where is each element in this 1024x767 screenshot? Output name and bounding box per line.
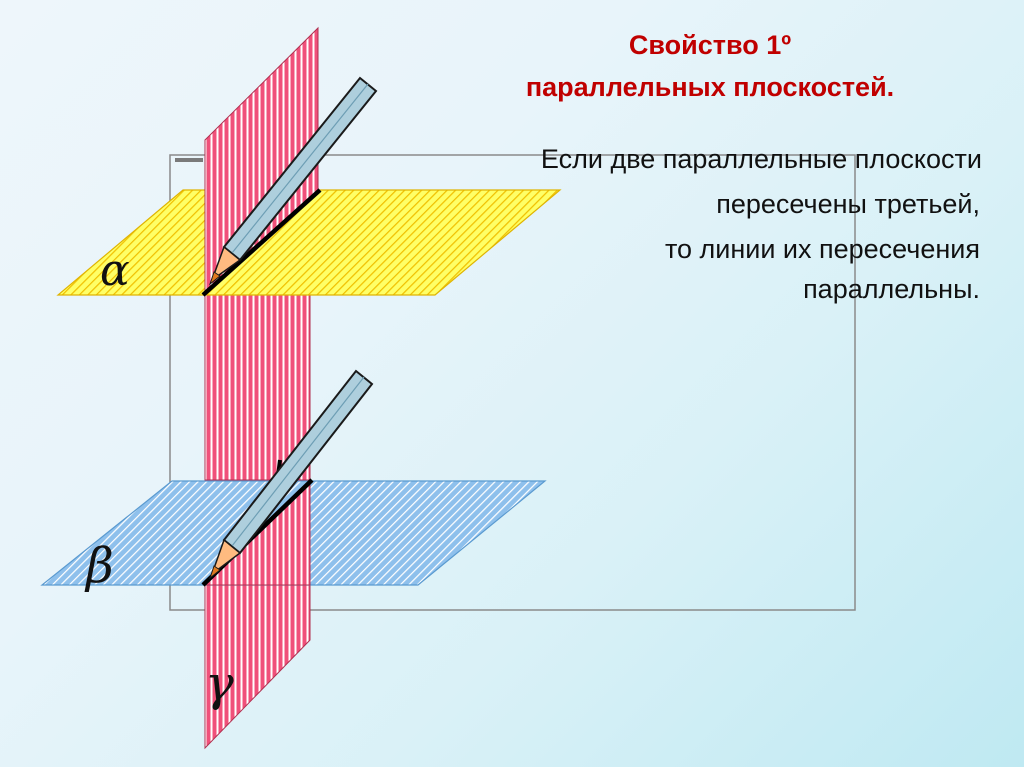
title-line-2: параллельных плоскостей. — [525, 72, 895, 102]
pencil-upper — [208, 76, 378, 286]
pencil-lower — [208, 369, 374, 580]
plane-alpha — [56, 189, 562, 296]
statement-line-1: Если две параллельные плоскости — [540, 144, 982, 174]
label-beta: β — [84, 538, 114, 594]
frame-tiny-label — [175, 158, 203, 162]
label-alpha: α — [100, 245, 130, 296]
intersection-line-alpha — [201, 188, 322, 297]
label-gamma: γ — [205, 656, 234, 712]
title-line-1: Свойство 1º — [628, 30, 792, 60]
statement-line-4: параллельны. — [803, 274, 980, 304]
statement-line-2: пересечены третьей, — [716, 189, 980, 219]
statement-line-3: то линии их пересечения — [664, 234, 980, 264]
frame-rectangle — [169, 154, 856, 611]
